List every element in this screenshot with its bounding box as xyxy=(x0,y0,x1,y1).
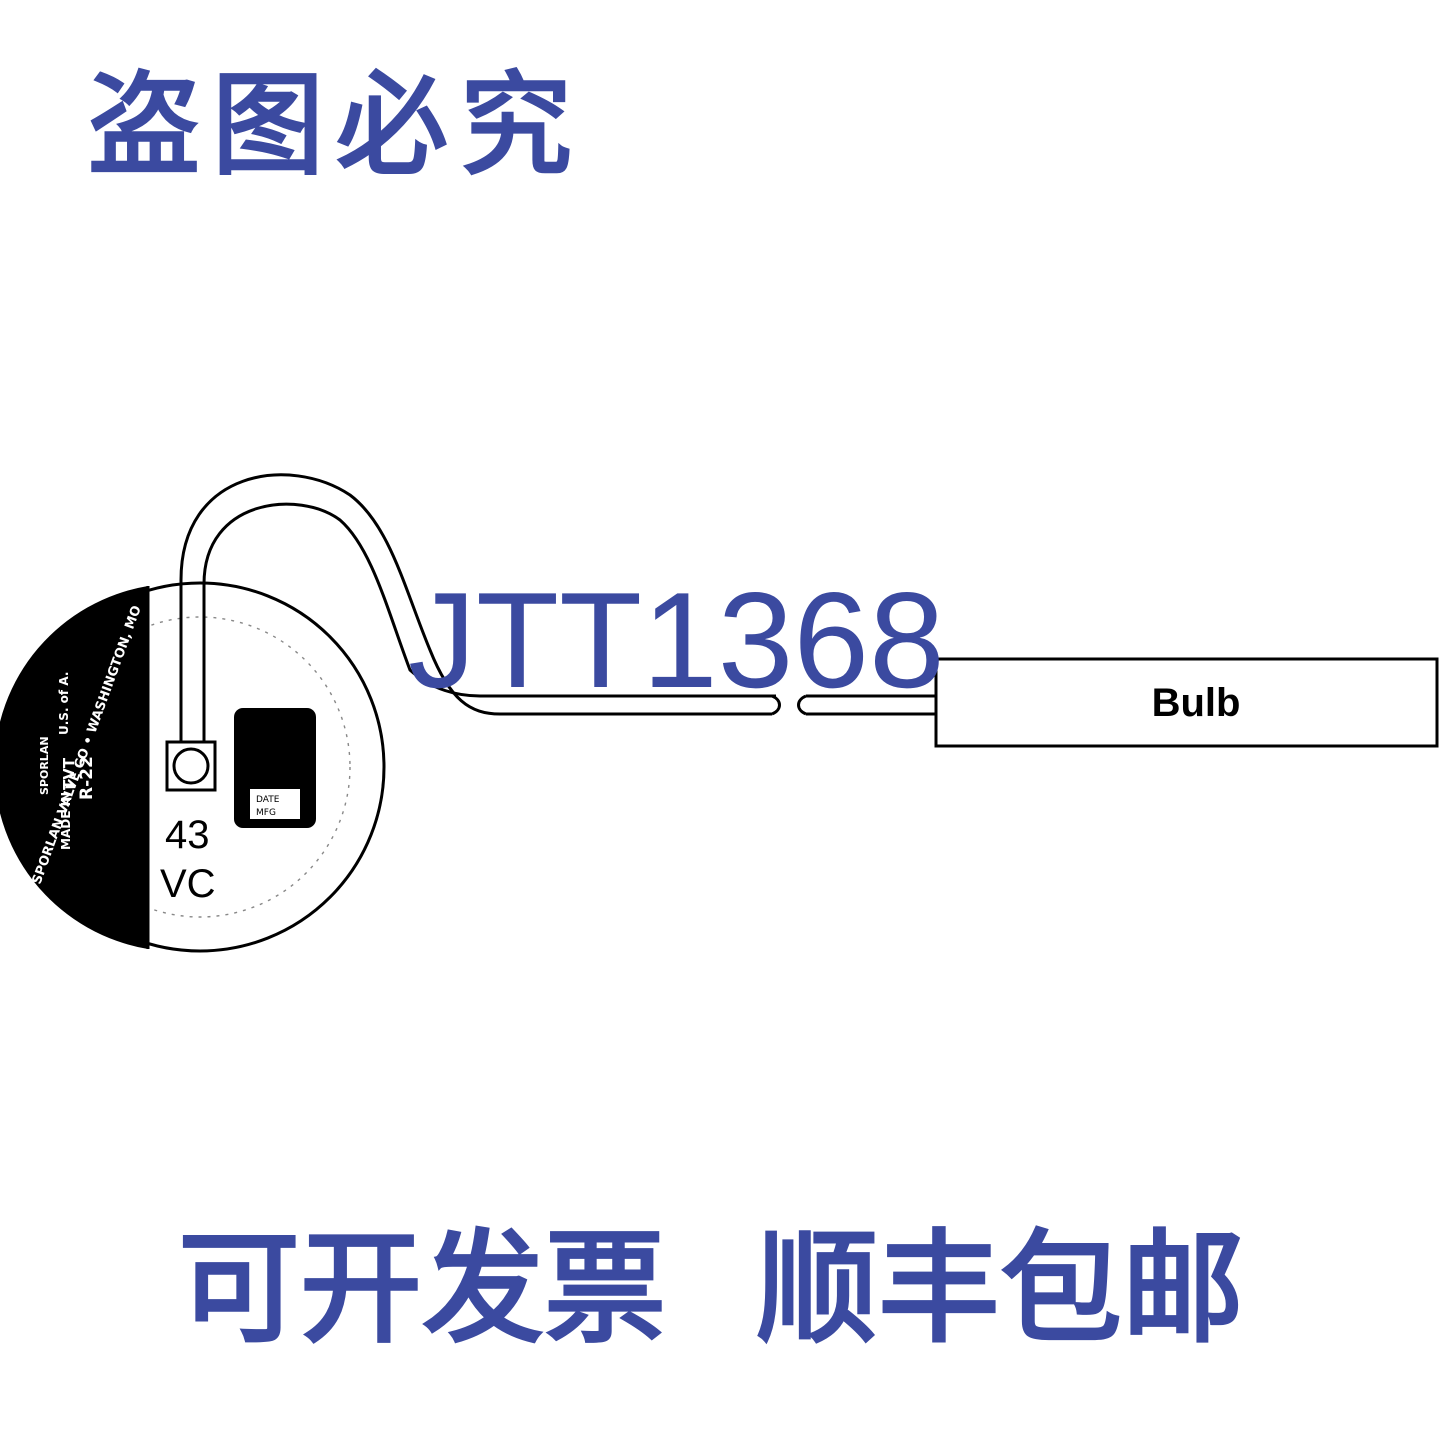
bulb-label: Bulb xyxy=(1152,681,1241,725)
element-letters: VC xyxy=(160,862,216,906)
date-plate-line2: MFG xyxy=(256,808,276,818)
ring-text-usa: U.S. of A. xyxy=(57,672,71,735)
logo-text: SPORLAN xyxy=(38,736,51,795)
watermark-code-text: JTT1368 xyxy=(408,564,945,716)
capillary-tube xyxy=(179,473,936,742)
capillary-tube-inner xyxy=(202,502,776,742)
refrigerant-label: R-22 xyxy=(77,756,97,800)
watermark-code: JTT1368 xyxy=(408,572,945,708)
tube-break-right xyxy=(797,694,807,716)
watermark-bottom: 可开发票顺丰包邮 xyxy=(178,1228,1244,1350)
element-number: 43 xyxy=(165,813,210,857)
watermark-bottom-right: 顺丰包邮 xyxy=(756,1218,1244,1360)
watermark-top-text: 盗图必究 xyxy=(88,60,584,191)
bulb-body xyxy=(934,657,1439,748)
bulb: Bulb xyxy=(934,657,1439,748)
date-plate-line1: DATE xyxy=(256,795,280,805)
tube-break-left xyxy=(771,694,781,716)
label-band xyxy=(0,586,148,949)
watermark-top: 盗图必究 xyxy=(88,70,584,182)
logo-mark: TVT xyxy=(60,757,78,790)
ring-text-made-in: MADE IN xyxy=(59,792,73,850)
side-model-label: KT-43-VC xyxy=(104,703,142,852)
watermark-bottom-left: 可开发票 xyxy=(178,1218,666,1360)
date-plate-window xyxy=(250,789,300,819)
element-inner-dash xyxy=(49,616,351,918)
power-element: SPORLAN VALVE CO • WASHINGTON, MO MADE I… xyxy=(0,581,386,953)
capillary-fitting-hole xyxy=(172,747,210,785)
